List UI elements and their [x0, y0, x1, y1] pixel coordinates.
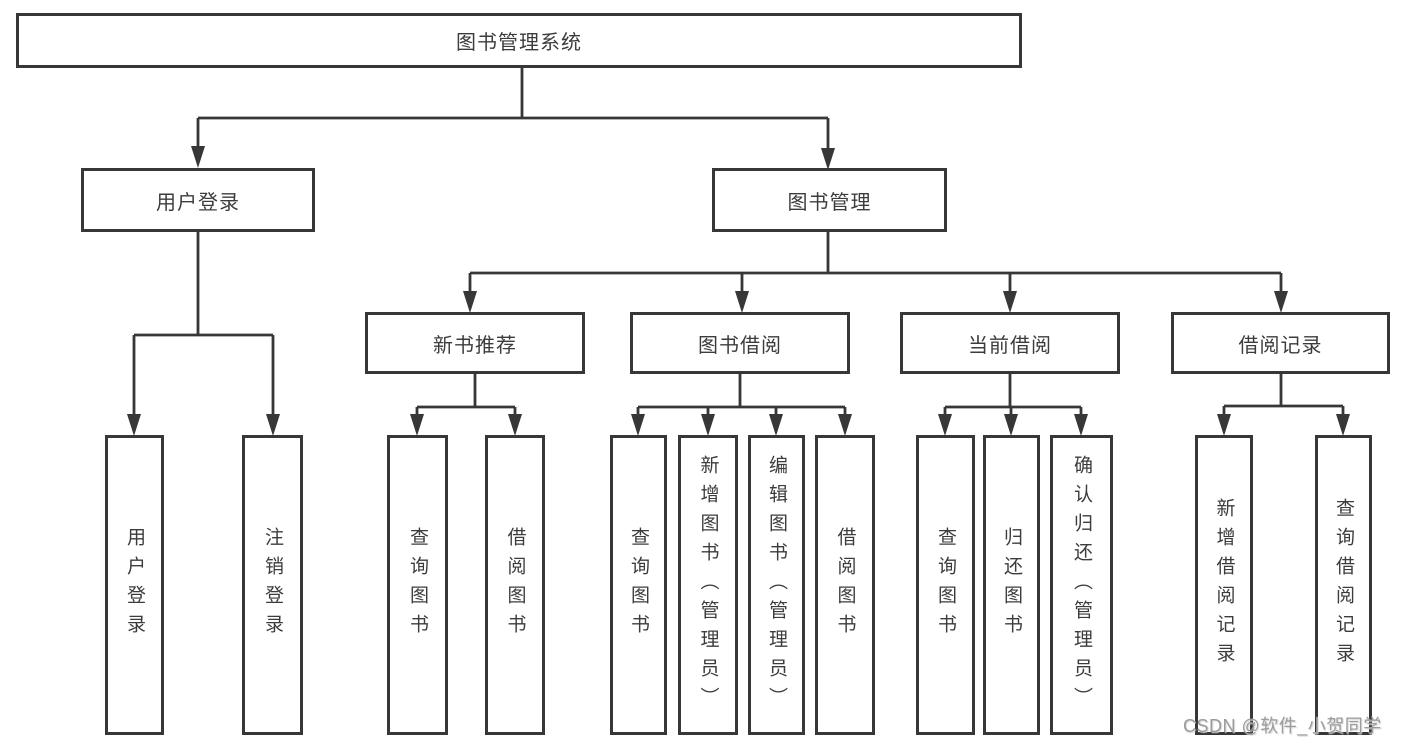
leaf-query-borrow-record-label: 查询借阅记录	[1333, 498, 1354, 672]
node-new-book-recommend-label: 新书推荐	[433, 334, 517, 357]
leaf-return-books-label: 归还图书	[1001, 527, 1022, 643]
node-new-book-recommend: 新书推荐	[365, 312, 585, 374]
leaf-query-books-current: 查询图书	[916, 435, 975, 735]
node-book-borrow: 图书借阅	[630, 312, 850, 374]
node-user-login-label: 用户登录	[156, 191, 240, 214]
leaf-query-books-borrow-label: 查询图书	[628, 527, 649, 643]
leaf-logout-label: 注销登录	[262, 527, 283, 643]
leaf-add-borrow-record-label: 新增借阅记录	[1213, 498, 1235, 672]
leaf-add-books-admin: 新增图书（管理员）	[678, 435, 738, 735]
leaf-query-books-recommend-label: 查询图书	[407, 527, 428, 643]
leaf-query-books-borrow: 查询图书	[610, 435, 667, 735]
node-root: 图书管理系统	[16, 13, 1022, 68]
node-borrow-record: 借阅记录	[1171, 312, 1390, 374]
leaf-user-login: 用户登录	[105, 435, 164, 735]
node-book-management: 图书管理	[712, 168, 947, 232]
arrowheads	[127, 146, 1350, 436]
leaf-user-login-label: 用户登录	[124, 527, 145, 643]
leaf-confirm-return-admin-label: 确认归还（管理员）	[1071, 454, 1092, 716]
leaf-confirm-return-admin: 确认归还（管理员）	[1050, 435, 1113, 735]
leaf-edit-books-admin: 编辑图书（管理员）	[748, 435, 805, 735]
leaf-borrow-books: 借阅图书	[815, 435, 875, 735]
node-book-borrow-label: 图书借阅	[698, 334, 782, 357]
leaf-borrow-books-recommend-label: 借阅图书	[504, 527, 526, 643]
leaf-borrow-books-recommend: 借阅图书	[485, 435, 545, 735]
leaf-return-books: 归还图书	[983, 435, 1040, 735]
watermark-text: CSDN @软件_小贺同学	[1183, 716, 1382, 736]
leaf-logout: 注销登录	[242, 435, 303, 735]
leaf-query-books-recommend: 查询图书	[387, 435, 448, 735]
leaf-add-books-admin-label: 新增图书（管理员）	[697, 454, 719, 716]
node-current-borrow-label: 当前借阅	[968, 334, 1052, 357]
leaf-query-borrow-record: 查询借阅记录	[1315, 435, 1372, 735]
leaf-borrow-books-label: 借阅图书	[834, 527, 856, 643]
leaf-edit-books-admin-label: 编辑图书（管理员）	[766, 454, 787, 716]
node-current-borrow: 当前借阅	[900, 312, 1120, 374]
node-root-label: 图书管理系统	[456, 32, 582, 54]
node-book-management-label: 图书管理	[787, 191, 872, 214]
node-borrow-record-label: 借阅记录	[1238, 334, 1323, 357]
node-user-login: 用户登录	[81, 168, 315, 232]
leaf-add-borrow-record: 新增借阅记录	[1195, 435, 1253, 735]
leaf-query-books-current-label: 查询图书	[935, 527, 956, 643]
